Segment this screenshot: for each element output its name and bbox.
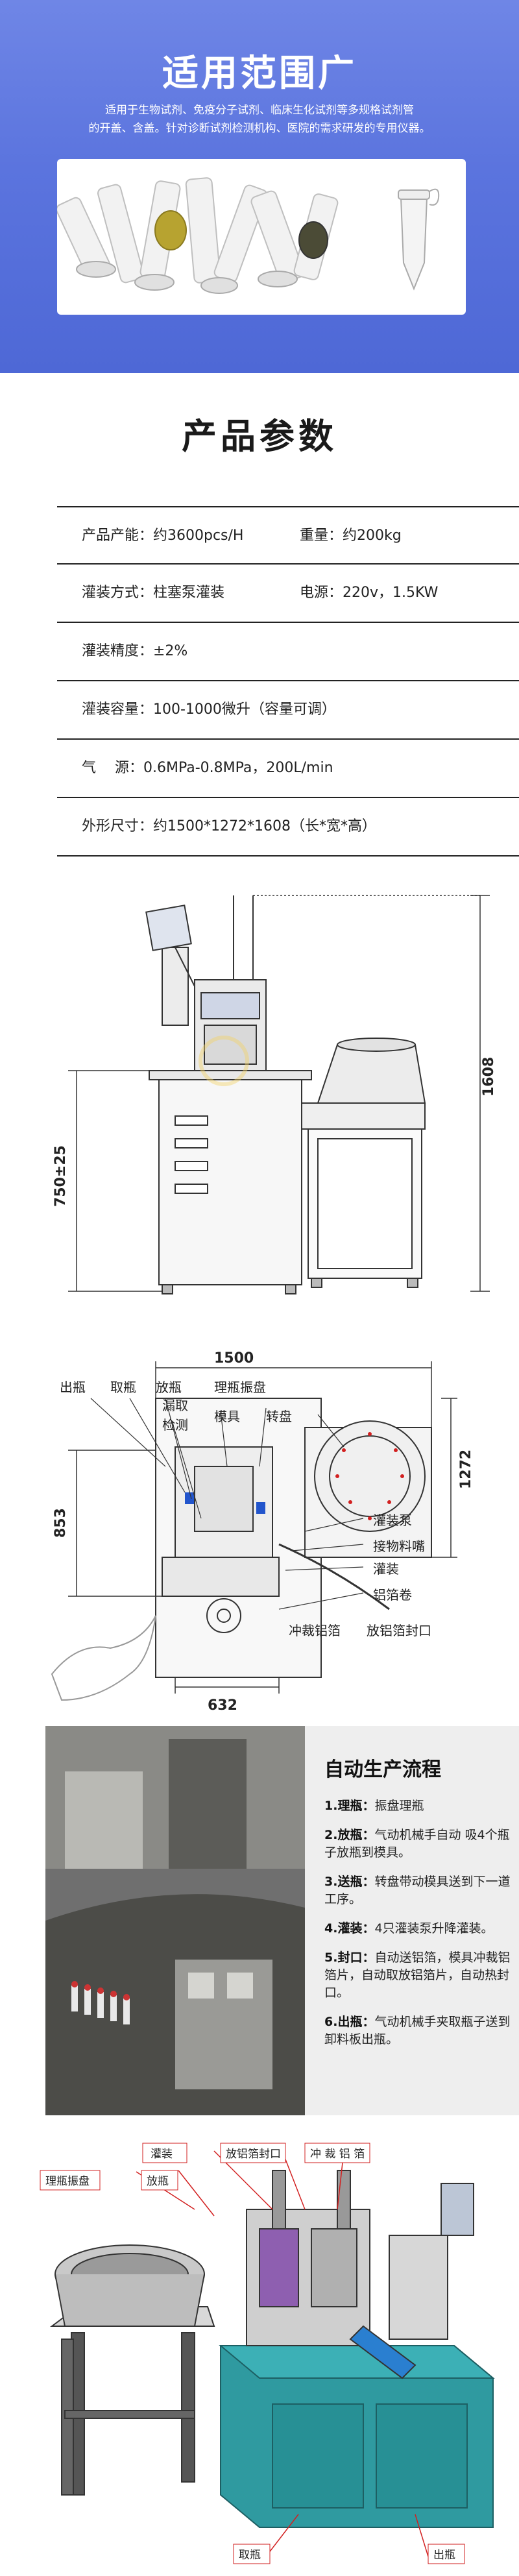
production-line-photo <box>45 1726 305 2115</box>
flow-step-label: 2.放瓶： <box>324 1828 375 1842</box>
top-dim-width: 1272 <box>458 1450 474 1489</box>
iso-label-guanzhuang: 灌装 <box>151 2148 173 2161</box>
label-lipingzhenpan: 理瓶振盘 <box>214 1379 266 1395</box>
iso-label-chongcai: 冲 裁 铝 箔 <box>310 2148 365 2161</box>
flow-step-text: 气动机械手夹取瓶子送到卸料板出瓶。 <box>324 2015 511 2047</box>
label-guanzhuangbeng: 灌装泵 <box>373 1513 412 1528</box>
flow-step-label: 4.灌装： <box>324 1921 375 1936</box>
label-zhuanpan: 转盘 <box>266 1409 292 1424</box>
params-row: 灌装精度：±2% <box>57 623 519 681</box>
flow-step-3: 3.送瓶：转盘带动模具送到下一道工序。 <box>324 1873 513 1908</box>
param-weight: 重量：约200kg <box>300 528 402 544</box>
flow-step-text: 气动机械手自动 吸4个瓶子放瓶到模具。 <box>324 1828 510 1860</box>
label-fanglvbo: 放铝箔封口 <box>367 1623 431 1638</box>
flow-step-text: 转盘带动模具送到下一道工序。 <box>324 1875 511 1906</box>
top-view-svg: 1500 1272 853 632 出瓶 取瓶 放瓶 漏取 检测 理瓶振盘 模具… <box>51 1350 474 1714</box>
top-view-drawing: 1500 1272 853 632 出瓶 取瓶 放瓶 漏取 检测 理瓶振盘 模具… <box>0 1337 519 1726</box>
label-fangping: 放瓶 <box>156 1379 182 1395</box>
isometric-drawing: 灌装 放铝箔封口 冲 裁 铝 箔 理瓶振盘 放瓶 取瓶 出瓶 <box>0 2132 519 2573</box>
param-filling-method: 灌装方式：柱塞泵灌装 <box>82 585 225 601</box>
production-flow-panel: 自动生产流程 1.理瓶：振盘理瓶 2.放瓶：气动机械手自动 吸4个瓶子放瓶到模具… <box>305 1726 519 2115</box>
label-jiewuliaohu: 接物料嘴 <box>373 1538 425 1554</box>
label-chongcailvbo: 冲裁铝箔 <box>289 1623 341 1638</box>
flow-step-2: 2.放瓶：气动机械手自动 吸4个瓶子放瓶到模具。 <box>324 1827 513 1862</box>
params-row: 外形尺寸：约1500*1272*1608（长*宽*高） <box>57 798 519 857</box>
label-louqu: 漏取 <box>162 1398 188 1413</box>
params-row: 灌装方式：柱塞泵灌装 电源：220v，1.5KW <box>57 565 519 623</box>
top-dim-length: 1500 <box>214 1350 254 1367</box>
isometric-svg: 灌装 放铝箔封口 冲 裁 铝 箔 理瓶振盘 放瓶 取瓶 出瓶 <box>40 2143 495 2564</box>
front-dim-table: 750±25 <box>53 1145 69 1207</box>
flow-step-label: 3.送瓶： <box>324 1875 375 1889</box>
iso-label-fanglvbo: 放铝箔封口 <box>226 2148 281 2161</box>
scope-description: 适用于生物试剂、免疫分子试剂、临床生化试剂等多规格试剂管 的开盖、含盖。针对诊断… <box>52 101 467 138</box>
scope-banner: 适用范围广 适用于生物试剂、免疫分子试剂、临床生化试剂等多规格试剂管 的开盖、含… <box>0 0 519 373</box>
scope-desc-line-1: 适用于生物试剂、免疫分子试剂、临床生化试剂等多规格试剂管 <box>105 104 414 117</box>
label-lvbojuan: 铝箔卷 <box>373 1587 412 1603</box>
iso-label-lipingzhenpan: 理瓶振盘 <box>45 2175 90 2188</box>
reagent-tubes-image <box>56 159 466 315</box>
flow-step-5: 5.封口：自动送铝箔，模具冲裁铝箔片，自动取放铝箔片，自动热封口。 <box>324 1949 513 2002</box>
production-photo-placeholder <box>45 1726 305 2115</box>
flow-step-text: 自动送铝箔，模具冲裁铝箔片，自动取放铝箔片，自动热封口。 <box>324 1950 511 2000</box>
param-capacity: 产品产能：约3600pcs/H <box>82 528 244 544</box>
param-dimensions: 外形尺寸：约1500*1272*1608（长*宽*高） <box>82 818 376 834</box>
params-row: 气 源：0.6MPa-0.8MPa，200L/min <box>57 740 519 798</box>
iso-label-fangping: 放瓶 <box>147 2175 169 2188</box>
params-row: 产品产能：约3600pcs/H 重量：约200kg <box>57 506 519 565</box>
label-jiance: 检测 <box>162 1417 188 1433</box>
flow-step-text: 4只灌装泵升降灌装。 <box>374 1921 494 1936</box>
flow-step-label: 1.理瓶： <box>324 1799 375 1813</box>
flow-title: 自动生产流程 <box>324 1758 441 1781</box>
front-elevation-drawing: 1608 750±25 <box>0 882 519 1330</box>
label-muju: 模具 <box>214 1409 240 1424</box>
flow-step-6: 6.出瓶：气动机械手夹取瓶子送到卸料板出瓶。 <box>324 2013 513 2048</box>
flow-step-4: 4.灌装：4只灌装泵升降灌装。 <box>324 1920 513 1938</box>
label-quping: 取瓶 <box>110 1379 136 1395</box>
params-table: 产品产能：约3600pcs/H 重量：约200kg 灌装方式：柱塞泵灌装 电源：… <box>57 506 519 857</box>
flow-list: 1.理瓶：振盘理瓶 2.放瓶：气动机械手自动 吸4个瓶子放瓶到模具。 3.送瓶：… <box>324 1797 513 2060</box>
flow-step-label: 6.出瓶： <box>324 2015 375 2029</box>
params-title: 产品参数 <box>182 416 337 457</box>
param-air-source: 气 源：0.6MPa-0.8MPa，200L/min <box>82 760 333 776</box>
label-guanzhuang: 灌装 <box>373 1561 399 1577</box>
reagent-tubes-illustration <box>56 177 440 294</box>
params-row: 灌装容量：100-1000微升（容量可调） <box>57 681 519 740</box>
param-volume: 灌装容量：100-1000微升（容量可调） <box>82 701 336 718</box>
scope-desc-line-2: 的开盖、含盖。针对诊断试剂检测机构、医院的需求研发的专用仪器。 <box>88 122 431 135</box>
label-chuping: 出瓶 <box>60 1379 86 1395</box>
param-accuracy: 灌装精度：±2% <box>82 643 188 659</box>
iso-label-chuping: 出瓶 <box>433 2549 455 2562</box>
flow-step-1: 1.理瓶：振盘理瓶 <box>324 1797 513 1815</box>
param-power: 电源：220v，1.5KW <box>300 585 439 601</box>
scope-title: 适用范围广 <box>162 53 357 95</box>
front-elevation-svg: 1608 750±25 <box>53 895 497 1294</box>
top-dim-bottom: 632 <box>208 1697 237 1714</box>
iso-label-quping: 取瓶 <box>239 2549 261 2562</box>
flow-step-text: 振盘理瓶 <box>374 1799 424 1813</box>
front-dim-height: 1608 <box>481 1057 497 1097</box>
top-dim-left: 853 <box>53 1508 69 1538</box>
flow-step-label: 5.封口： <box>324 1950 375 1965</box>
